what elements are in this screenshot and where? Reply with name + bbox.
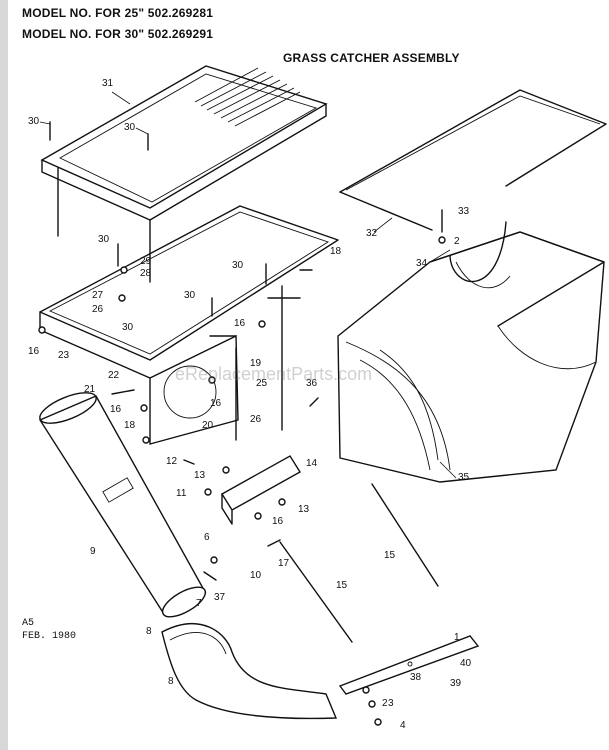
diagram-title: GRASS CATCHER ASSEMBLY bbox=[283, 51, 460, 65]
bracket-part-14 bbox=[221, 455, 301, 525]
label-2: 2 bbox=[454, 236, 460, 247]
label-15b: 15 bbox=[384, 550, 396, 561]
label-17: 17 bbox=[278, 558, 290, 569]
label-15: 15 bbox=[336, 580, 348, 591]
label-30d: 30 bbox=[232, 260, 244, 271]
label-30f: 30 bbox=[122, 322, 134, 333]
leader-lines bbox=[39, 91, 457, 479]
label-34: 34 bbox=[416, 258, 428, 269]
label-33: 33 bbox=[458, 206, 470, 217]
scan-edge bbox=[0, 0, 8, 750]
label-6: 6 bbox=[204, 532, 210, 543]
bag-frame-part-32 bbox=[339, 89, 607, 231]
label-37: 37 bbox=[214, 592, 226, 603]
bracket-part-20 bbox=[149, 334, 239, 445]
label-28: 28 bbox=[140, 268, 152, 279]
label-16b: 16 bbox=[234, 318, 246, 329]
label-12: 12 bbox=[166, 456, 178, 467]
model-30-heading: MODEL NO. FOR 30" 502.269291 bbox=[22, 27, 214, 41]
label-30b: 30 bbox=[124, 122, 136, 133]
label-7: 7 bbox=[196, 598, 202, 609]
label-2b: 2 bbox=[382, 698, 388, 709]
label-30c: 30 bbox=[98, 234, 110, 245]
label-18b: 18 bbox=[124, 420, 136, 431]
label-32: 32 bbox=[366, 228, 378, 239]
label-19: 19 bbox=[250, 358, 262, 369]
label-13: 13 bbox=[194, 470, 206, 481]
label-16: 16 bbox=[28, 346, 40, 357]
label-13b: 13 bbox=[298, 504, 310, 515]
label-1: 1 bbox=[454, 632, 460, 643]
label-16e: 16 bbox=[272, 516, 284, 527]
label-26b: 26 bbox=[92, 304, 104, 315]
label-21: 21 bbox=[84, 384, 96, 395]
label-39: 39 bbox=[450, 678, 462, 689]
label-30e: 30 bbox=[184, 290, 196, 301]
label-25: 25 bbox=[256, 378, 268, 389]
label-20: 20 bbox=[202, 420, 214, 431]
bag-part-35 bbox=[337, 221, 605, 483]
model-25-heading: MODEL NO. FOR 25" 502.269281 bbox=[22, 6, 214, 20]
label-29: 29 bbox=[140, 256, 152, 267]
footer-date: FEB. 1980 bbox=[22, 631, 77, 642]
label-30a: 30 bbox=[28, 116, 40, 127]
label-27: 27 bbox=[92, 290, 104, 301]
rods-part-15-16-17 bbox=[267, 483, 439, 643]
label-31: 31 bbox=[102, 78, 114, 89]
label-4: 4 bbox=[400, 720, 406, 731]
label-36: 36 bbox=[306, 378, 318, 389]
elbow-chute-part-8 bbox=[161, 623, 338, 720]
label-18: 18 bbox=[330, 246, 342, 257]
label-26: 26 bbox=[250, 414, 262, 425]
label-8b: 8 bbox=[168, 676, 174, 687]
label-10: 10 bbox=[250, 570, 262, 581]
label-16c: 16 bbox=[110, 404, 122, 415]
chute-tube-part-9 bbox=[38, 392, 207, 618]
blade-part-1 bbox=[338, 635, 480, 695]
label-38: 38 bbox=[410, 672, 422, 683]
watermark: eReplacementParts.com bbox=[175, 364, 373, 384]
label-40: 40 bbox=[460, 658, 472, 669]
label-16d: 16 bbox=[210, 398, 222, 409]
lid-part-31 bbox=[40, 65, 328, 283]
label-8: 8 bbox=[146, 626, 152, 637]
hardware bbox=[38, 121, 446, 726]
footer-code: A5 bbox=[22, 618, 35, 629]
part-labels: 1 2 2 3 4 6 7 8 8 9 10 11 12 13 13 14 15… bbox=[28, 78, 472, 731]
label-11: 11 bbox=[176, 488, 187, 499]
rods-part-25-26 bbox=[209, 285, 301, 441]
label-22: 22 bbox=[108, 370, 120, 381]
label-3: 3 bbox=[388, 698, 394, 709]
label-9: 9 bbox=[90, 546, 96, 557]
label-35: 35 bbox=[458, 472, 470, 483]
label-14: 14 bbox=[306, 458, 318, 469]
label-23: 23 bbox=[58, 350, 70, 361]
